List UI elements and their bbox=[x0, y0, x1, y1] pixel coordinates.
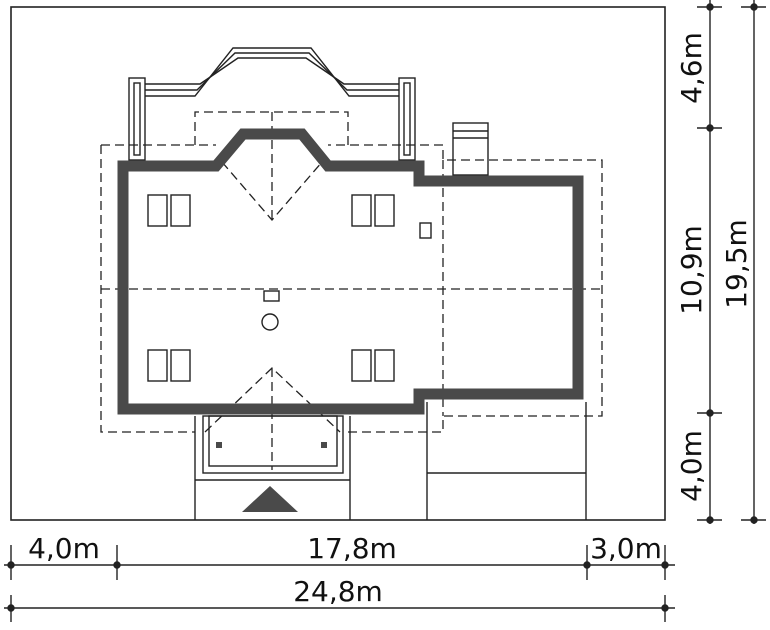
plot-boundary bbox=[10, 6, 666, 521]
roof-windows bbox=[147, 194, 432, 382]
entrance-arrow-icon bbox=[242, 486, 298, 512]
garage-driveway bbox=[426, 402, 587, 520]
dim-total-width: 24,8m bbox=[293, 575, 383, 608]
building-walls bbox=[117, 128, 584, 415]
roof-vent bbox=[261, 313, 279, 331]
dim-top-setback: 4,6m bbox=[675, 32, 708, 104]
dim-right-setback: 3,0m bbox=[590, 532, 662, 565]
dim-house-width: 17,8m bbox=[307, 532, 397, 565]
dim-left-setback: 4,0m bbox=[28, 532, 100, 565]
porch-post-left bbox=[216, 442, 222, 448]
chimney bbox=[452, 122, 489, 176]
dim-total-depth: 19,5m bbox=[720, 219, 753, 309]
horizontal-dimension-lines bbox=[4, 545, 675, 622]
vertical-dimension-lines bbox=[697, 0, 766, 524]
top-balcony bbox=[128, 47, 416, 161]
dim-bottom-setback: 4,0m bbox=[675, 430, 708, 502]
dim-house-depth: 10,9m bbox=[675, 225, 708, 315]
porch-post-right bbox=[321, 442, 327, 448]
entrance-porch bbox=[194, 415, 351, 520]
